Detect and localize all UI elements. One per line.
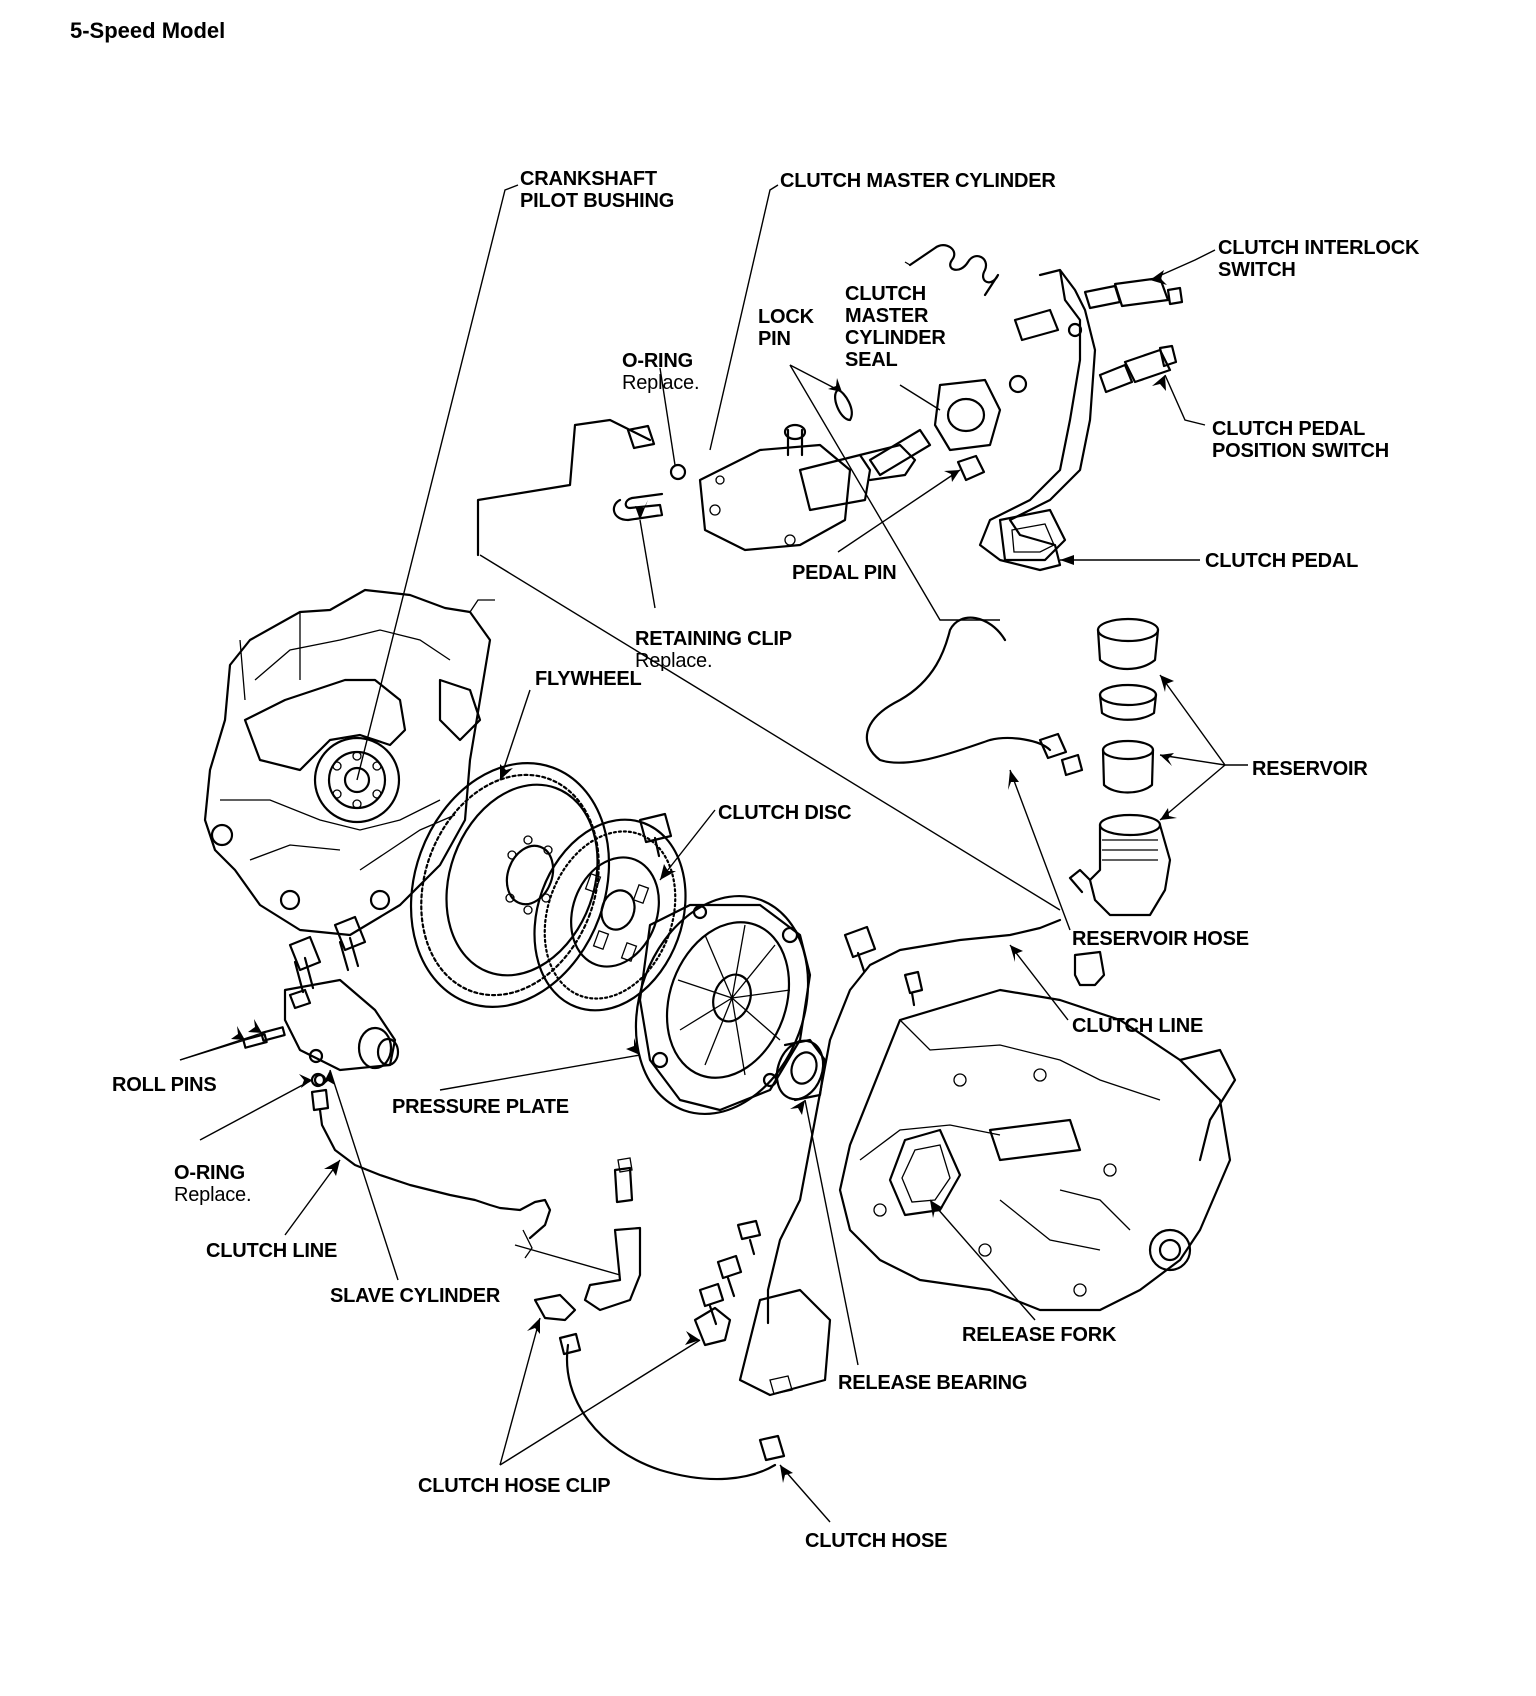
label-retaining-clip-name: RETAINING CLIP (635, 628, 792, 650)
o-ring-top-part (669, 463, 687, 481)
label-o-ring-bottom-name: O-RING (174, 1162, 246, 1184)
master-cylinder-seal-part (933, 378, 1002, 452)
label-clutch-line-right: CLUTCH LINE (1072, 1015, 1204, 1037)
clutch-disc-part (533, 818, 687, 1012)
label-o-ring-top: O-RING Replace. (622, 328, 700, 416)
push-rod-part (868, 428, 932, 477)
label-reservoir: RESERVOIR (1252, 758, 1368, 780)
line-top-fitting (626, 424, 656, 450)
pedal-spring-part (904, 244, 1000, 297)
arrowheads (231, 270, 1177, 1483)
line-clip-part (903, 970, 924, 1007)
hose-end-fitting-1 (558, 1332, 582, 1356)
label-clutch-disc: CLUTCH DISC (718, 802, 852, 824)
label-o-ring-bottom: O-RING Replace. (174, 1140, 252, 1228)
label-reservoir-hose: RESERVOIR HOSE (1072, 928, 1249, 950)
flywheel-bolt-part (638, 812, 673, 858)
label-clutch-hose: CLUTCH HOSE (805, 1530, 948, 1552)
retaining-clip-part (612, 492, 664, 522)
label-o-ring-top-note: Replace. (622, 372, 700, 394)
label-pedal-pin: PEDAL PIN (792, 562, 897, 584)
label-o-ring-bottom-note: Replace. (174, 1184, 252, 1206)
page-title: 5-Speed Model (70, 18, 226, 43)
reservoir-seal-part (1098, 683, 1158, 721)
label-clutch-interlock-switch: CLUTCH INTERLOCK SWITCH (1218, 237, 1420, 281)
slave-cylinder-part (283, 978, 400, 1087)
reservoir-hose-fitting (1060, 753, 1084, 777)
bracket-bolt-3 (698, 1282, 725, 1326)
clutch-pedal-position-switch-part (1098, 344, 1178, 394)
lock-pin-part (834, 388, 853, 422)
clutch-master-cylinder-part (698, 423, 917, 552)
engine-block-part (203, 588, 495, 937)
label-crankshaft-pilot-bushing: CRANKSHAFT PILOT BUSHING (520, 168, 675, 212)
roll-pins-part (242, 1026, 286, 1049)
hose-end-fitting-2 (758, 1434, 786, 1462)
flywheel-part (409, 762, 611, 1008)
bracket-bolt-1 (736, 1219, 762, 1256)
label-clutch-pedal-position-switch: CLUTCH PEDAL POSITION SWITCH (1212, 418, 1390, 462)
label-flywheel: FLYWHEEL (535, 668, 642, 690)
reservoir-body-part (1068, 813, 1172, 917)
clutch-line-right-part (766, 918, 1062, 1325)
label-clutch-pedal: CLUTCH PEDAL (1205, 550, 1359, 572)
reservoir-hose-part (865, 616, 1052, 764)
label-o-ring-top-name: O-RING (622, 350, 694, 372)
label-release-fork: RELEASE FORK (962, 1324, 1117, 1346)
reservoir-strainer-part (1101, 739, 1155, 794)
leader-lines (179, 184, 1248, 1523)
engine-bolts (288, 915, 367, 994)
label-clutch-master-cylinder: CLUTCH MASTER CYLINDER (780, 170, 1056, 192)
label-lock-pin: LOCK PIN (758, 306, 814, 350)
clutch-hose-part (565, 1343, 777, 1481)
hose-clip-left-part (533, 1293, 577, 1322)
label-clutch-master-cylinder-seal: CLUTCH MASTER CYLINDER SEAL (845, 283, 946, 371)
pressure-plate-bolt-part (843, 925, 877, 973)
hose-bracket-right-part (738, 1288, 832, 1397)
reservoir-cap-part (1096, 617, 1160, 671)
release-bearing-part (775, 1038, 827, 1102)
transmission-part (838, 988, 1237, 1312)
label-retaining-clip: RETAINING CLIP Replace. (635, 606, 792, 694)
pressure-plate-part (634, 894, 812, 1116)
label-roll-pins: ROLL PINS (112, 1074, 217, 1096)
line-clamp-part (1073, 950, 1106, 987)
reservoir-hose-clamp (1038, 732, 1068, 760)
hose-bracket-left-part (583, 1157, 642, 1312)
label-slave-cylinder: SLAVE CYLINDER (330, 1285, 501, 1307)
clutch-line-top-part (476, 418, 652, 557)
fitting-part (310, 1088, 330, 1112)
label-clutch-hose-clip: CLUTCH HOSE CLIP (418, 1475, 611, 1497)
bracket-bolt-2 (716, 1254, 743, 1298)
clutch-pedal-part (978, 268, 1097, 572)
label-pressure-plate: PRESSURE PLATE (392, 1096, 569, 1118)
clutch-interlock-switch-part (1083, 276, 1184, 310)
label-retaining-clip-note: Replace. (635, 650, 713, 672)
label-clutch-line-left: CLUTCH LINE (206, 1240, 338, 1262)
clutch-line-lower-part (318, 1108, 552, 1240)
pedal-pin-part (956, 454, 986, 482)
label-release-bearing: RELEASE BEARING (838, 1372, 1028, 1394)
clutch-line-lower-fitting (522, 1229, 533, 1259)
seal-nut-part (1008, 374, 1028, 394)
